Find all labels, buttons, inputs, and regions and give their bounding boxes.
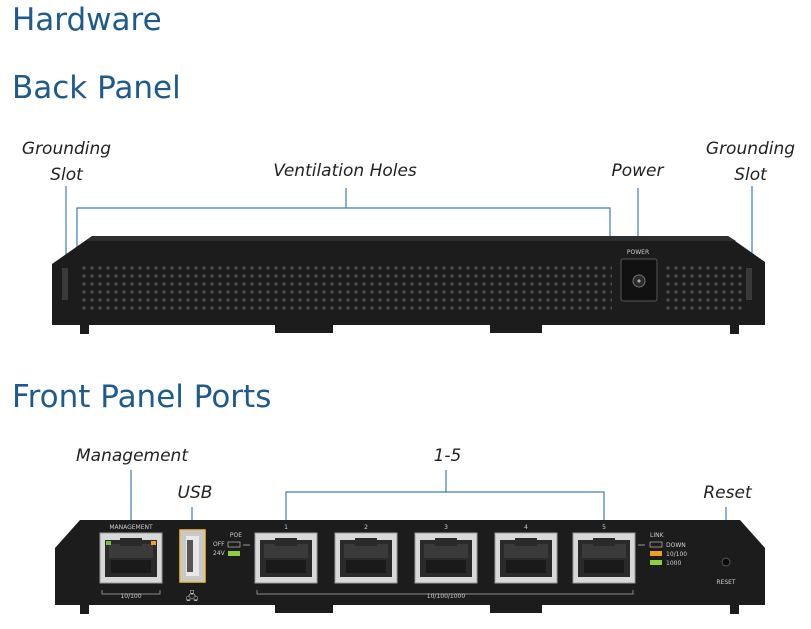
power-port-label: POWER bbox=[627, 249, 649, 256]
management-port-label: MANAGEMENT bbox=[109, 524, 153, 531]
reset-button bbox=[721, 557, 731, 567]
callout-management: Management bbox=[76, 446, 188, 466]
section-heading-front-panel: Front Panel Ports bbox=[12, 379, 272, 415]
port-number: 2 bbox=[364, 524, 368, 531]
ventilation-holes-right bbox=[664, 262, 742, 314]
port-number: 3 bbox=[444, 524, 448, 531]
callout-power: Power bbox=[611, 161, 664, 181]
back-panel-device: POWER bbox=[52, 186, 765, 334]
port-number: 4 bbox=[524, 524, 528, 531]
port-number: 5 bbox=[602, 524, 606, 531]
ports-speed-label: 10/100/1000 bbox=[427, 593, 466, 600]
poe-off-led bbox=[227, 541, 241, 548]
ethernet-ports: 1 2 3 4 5 bbox=[254, 524, 636, 584]
page-title-hardware: Hardware bbox=[12, 2, 162, 38]
poe-24v-label: 24V bbox=[213, 550, 226, 557]
callout-text: Slot bbox=[50, 165, 83, 185]
callout-reset: Reset bbox=[703, 483, 752, 503]
ethernet-port-4 bbox=[494, 532, 558, 584]
grounding-slot-left bbox=[62, 268, 68, 300]
callout-grounding-slot-left: Grounding Slot bbox=[14, 136, 119, 188]
callout-ports-1-5: 1-5 bbox=[433, 446, 462, 466]
link-down-led bbox=[649, 541, 663, 548]
poe-label: POE bbox=[230, 532, 242, 539]
ethernet-port-2 bbox=[334, 532, 398, 584]
callout-text: Grounding bbox=[705, 139, 796, 159]
ethernet-port-3 bbox=[414, 532, 478, 584]
callout-ventilation-holes: Ventilation Holes bbox=[273, 161, 417, 181]
link-1000-label: 1000 bbox=[666, 560, 681, 567]
ethernet-port-5 bbox=[572, 532, 636, 584]
ventilation-holes-left bbox=[78, 262, 612, 314]
section-heading-back-panel: Back Panel bbox=[12, 70, 181, 106]
callout-grounding-slot-right: Grounding Slot bbox=[698, 136, 803, 188]
port-number: 1 bbox=[284, 524, 288, 531]
poe-off-label: OFF bbox=[213, 541, 225, 548]
management-port bbox=[99, 532, 163, 584]
management-speed-label: 10/100 bbox=[120, 593, 141, 600]
callout-usb: USB bbox=[177, 483, 213, 503]
grounding-slot-right bbox=[746, 268, 752, 300]
usb-icon: 🖧 bbox=[186, 590, 198, 603]
reset-label: RESET bbox=[716, 579, 736, 586]
callout-text: Slot bbox=[734, 165, 767, 185]
link-10-100-label: 10/100 bbox=[666, 551, 687, 558]
link-1000-led bbox=[650, 560, 662, 565]
callout-text: Grounding bbox=[21, 139, 112, 159]
link-legend-title: LINK bbox=[650, 532, 665, 539]
link-10-100-led bbox=[650, 551, 662, 556]
ethernet-port-1 bbox=[254, 532, 318, 584]
poe-24v-led bbox=[228, 551, 240, 556]
link-down-label: DOWN bbox=[666, 542, 686, 549]
